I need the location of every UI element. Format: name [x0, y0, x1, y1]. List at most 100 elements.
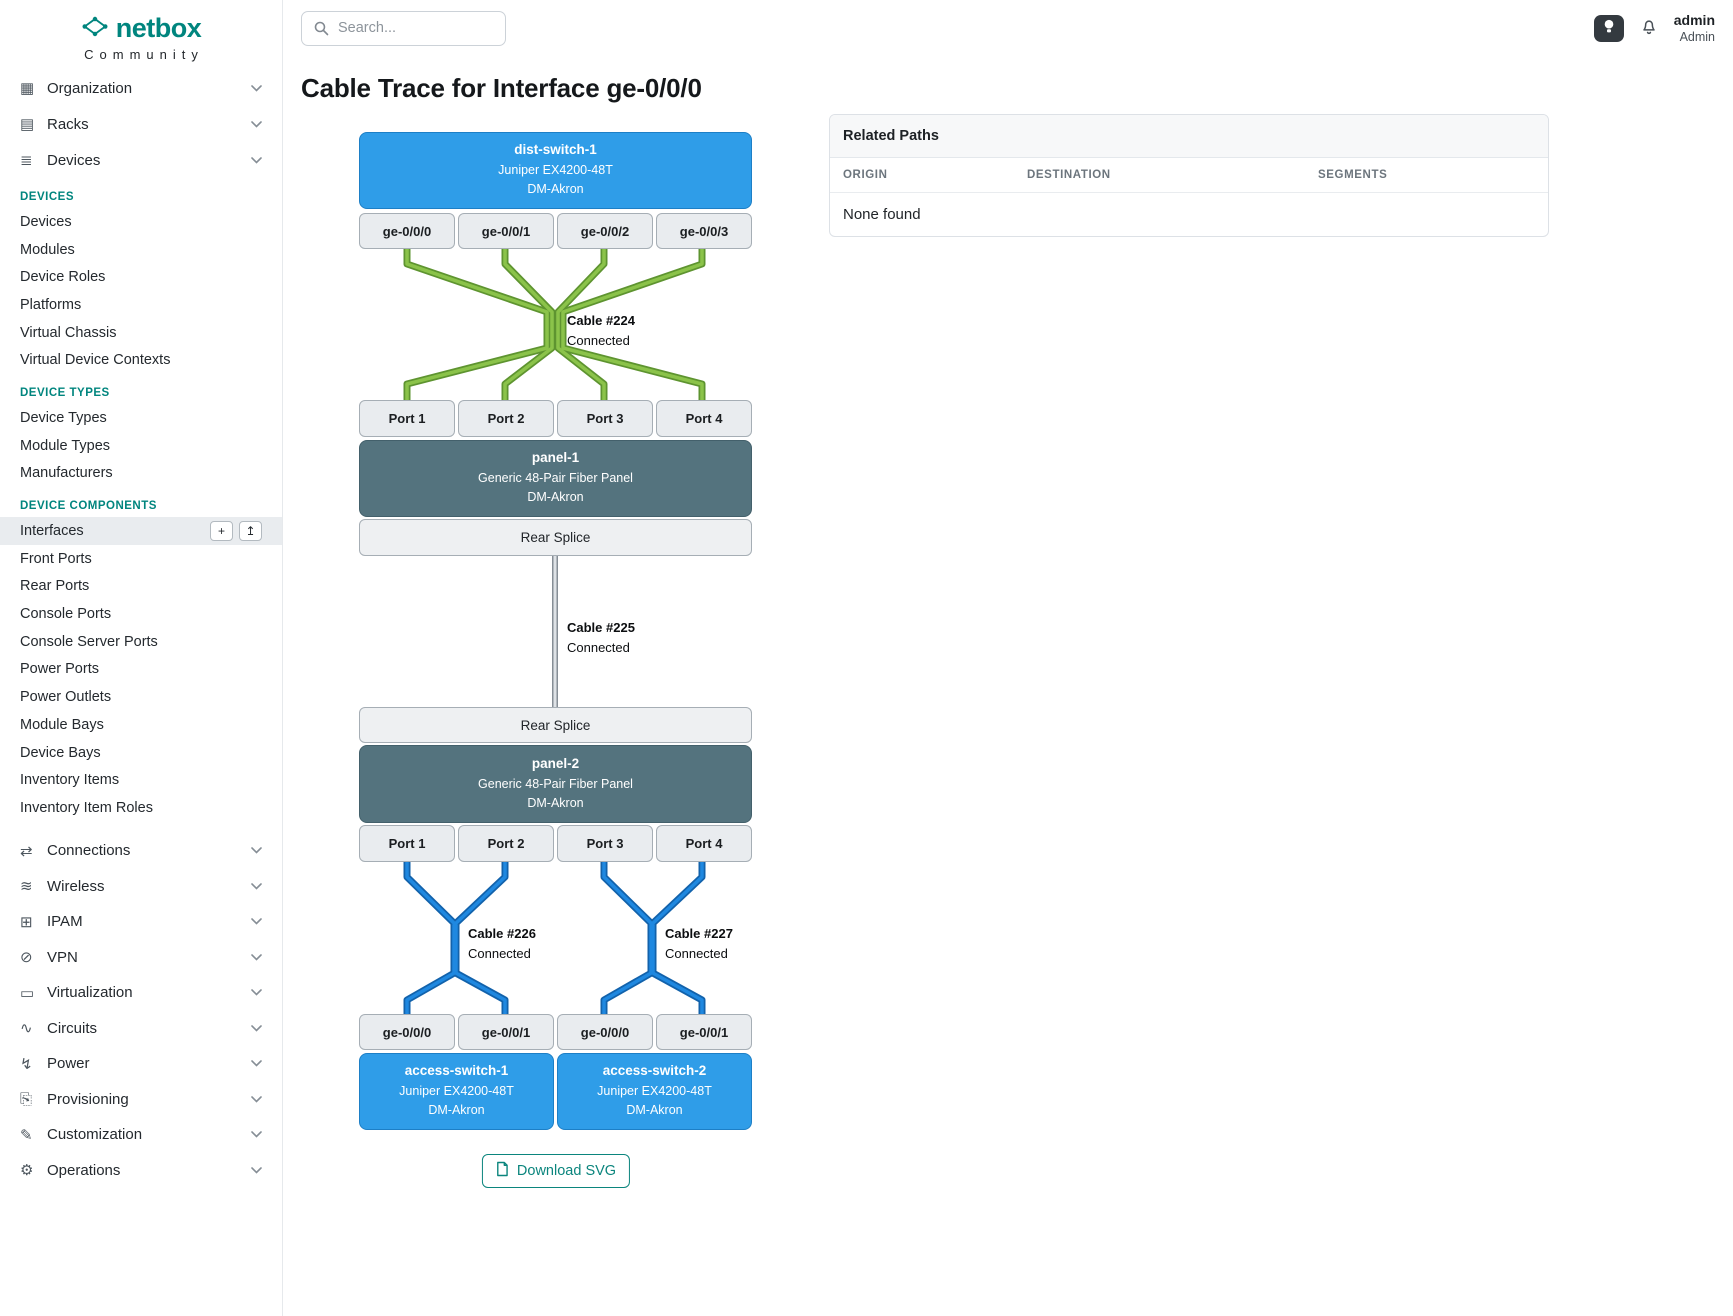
- sidebar-item-device-bays[interactable]: Device Bays: [20, 744, 101, 761]
- interface-box[interactable]: ge-0/0/0: [557, 1014, 653, 1050]
- device-name: panel-1: [531, 450, 580, 466]
- cable-224-fill: [405, 249, 704, 400]
- sidebar-item-organization[interactable]: ▦ Organization: [0, 70, 282, 106]
- cable-link[interactable]: Cable #227: [665, 926, 733, 941]
- sidebar-item-modules[interactable]: Modules: [20, 241, 75, 258]
- cable-link[interactable]: Cable #225: [567, 620, 635, 635]
- rear-splice-box[interactable]: Rear Splice: [359, 519, 752, 556]
- user-menu[interactable]: admin Admin: [1674, 11, 1715, 45]
- device-site: DM-Akron: [527, 490, 584, 504]
- port-box[interactable]: Port 4: [656, 400, 752, 437]
- chevron-down-icon: [251, 1166, 262, 1174]
- sidebar-item-manufacturers[interactable]: Manufacturers: [20, 465, 113, 482]
- column-header-destination: DESTINATION: [1027, 169, 1111, 181]
- sidebar-item-module-types[interactable]: Module Types: [20, 437, 111, 454]
- port-box[interactable]: Port 1: [359, 825, 455, 862]
- interface-box[interactable]: ge-0/0/1: [656, 1014, 752, 1050]
- cable-link[interactable]: Cable #226: [468, 926, 536, 941]
- cable-status: Connected: [567, 639, 630, 655]
- nav-label: Racks: [47, 115, 89, 133]
- theme-toggle-button[interactable]: [1593, 14, 1624, 42]
- interface-box[interactable]: ge-0/0/1: [458, 1014, 554, 1050]
- sidebar-item-power-outlets[interactable]: Power Outlets: [20, 689, 112, 706]
- interface-box[interactable]: ge-0/0/2: [557, 213, 653, 249]
- interface-box[interactable]: ge-0/0/0: [359, 213, 455, 249]
- sidebar-item-customization[interactable]: ✎ Customization: [0, 1117, 282, 1153]
- cable-trace-diagram: dist-switch-1 Juniper EX4200-48T DM-Akro…: [359, 132, 753, 1194]
- port-box[interactable]: Port 2: [458, 825, 554, 862]
- sidebar-item-console-server-ports[interactable]: Console Server Ports: [20, 633, 158, 650]
- chevron-down-icon: [251, 120, 262, 128]
- chevron-down-icon: [251, 1131, 262, 1138]
- sidebar-item-device-types[interactable]: Device Types: [20, 409, 107, 426]
- sidebar-item-rear-ports[interactable]: Rear Ports: [20, 578, 90, 595]
- nav-label: Interfaces: [20, 523, 84, 540]
- port-box[interactable]: Port 1: [359, 400, 455, 437]
- cable-label-226: Cable #226 Connected: [468, 924, 536, 963]
- sidebar-item-module-bays[interactable]: Module Bays: [20, 716, 104, 733]
- device-box-panel-1[interactable]: panel-1 Generic 48-Pair Fiber Panel DM-A…: [359, 440, 752, 517]
- port-box[interactable]: Port 2: [458, 400, 554, 437]
- nav-label: Customization: [47, 1126, 143, 1143]
- cable-link[interactable]: Cable #224: [567, 313, 635, 328]
- sidebar-item-power-ports[interactable]: Power Ports: [20, 661, 99, 678]
- nav-label: Organization: [47, 79, 133, 97]
- search-input[interactable]: [301, 10, 506, 46]
- sidebar-item-power[interactable]: ↯ Power: [0, 1046, 282, 1082]
- lightbulb-icon: [1603, 19, 1615, 37]
- provisioning-icon: ⎘: [20, 1090, 33, 1108]
- gear-icon: ⚙: [20, 1162, 34, 1179]
- cable-trace-column: dist-switch-1 Juniper EX4200-48T DM-Akro…: [359, 104, 753, 1194]
- download-label: Download SVG: [516, 1163, 617, 1179]
- sidebar-item-provisioning[interactable]: ⎘ Provisioning: [0, 1081, 282, 1117]
- sidebar-item-front-ports[interactable]: Front Ports: [20, 550, 92, 567]
- brand[interactable]: netbox Community: [0, 0, 282, 70]
- device-box-panel-2[interactable]: panel-2 Generic 48-Pair Fiber Panel DM-A…: [359, 745, 752, 823]
- building-icon: ▦: [20, 80, 35, 97]
- sidebar-item-virtual-chassis[interactable]: Virtual Chassis: [20, 324, 117, 341]
- topbar: admin Admin: [283, 0, 1733, 56]
- section-title-devices: DEVICES: [20, 191, 74, 203]
- device-box-dist-switch-1[interactable]: dist-switch-1 Juniper EX4200-48T DM-Akro…: [359, 132, 752, 209]
- sidebar-item-wireless[interactable]: ≋ Wireless: [0, 868, 282, 904]
- nav-label: Virtualization: [47, 984, 133, 1001]
- chevron-down-icon: [251, 156, 262, 164]
- section-title-device-types: DEVICE TYPES: [20, 387, 110, 400]
- chevron-down-icon: [251, 847, 262, 854]
- column-header-segments: SEGMENTS: [1318, 169, 1388, 181]
- interface-box[interactable]: ge-0/0/0: [359, 1014, 455, 1050]
- sidebar-item-operations[interactable]: ⚙ Operations: [0, 1152, 282, 1188]
- interface-box[interactable]: ge-0/0/3: [656, 213, 752, 249]
- add-interface-button[interactable]: +: [210, 521, 233, 542]
- sidebar-item-vpn[interactable]: ⊘ VPN: [0, 939, 282, 975]
- sidebar-item-devices[interactable]: ≣ Devices: [0, 142, 282, 178]
- sidebar-item-console-ports[interactable]: Console Ports: [20, 606, 112, 623]
- device-box-access-switch-1[interactable]: access-switch-1 Juniper EX4200-48T DM-Ak…: [359, 1053, 554, 1130]
- sidebar-item-virtual-device-contexts[interactable]: Virtual Device Contexts: [20, 352, 171, 369]
- rear-splice-box[interactable]: Rear Splice: [359, 707, 752, 743]
- port-box[interactable]: Port 3: [557, 825, 653, 862]
- sidebar-item-ipam[interactable]: ⊞ IPAM: [0, 904, 282, 940]
- download-svg-button[interactable]: Download SVG: [481, 1154, 631, 1188]
- sidebar-item-inventory-item-roles[interactable]: Inventory Item Roles: [20, 799, 153, 816]
- chevron-down-icon: [251, 1024, 262, 1032]
- sidebar-item-racks[interactable]: ▤ Racks: [0, 106, 282, 142]
- notifications-button[interactable]: [1639, 17, 1659, 40]
- sidebar-item-connections[interactable]: ⇄ Connections: [0, 833, 282, 869]
- import-interfaces-button[interactable]: ↥: [239, 521, 262, 542]
- sidebar-item-virtualization[interactable]: ▭ Virtualization: [0, 975, 282, 1011]
- sidebar-item-device-roles[interactable]: Device Roles: [20, 269, 106, 286]
- sidebar-item-devices-list[interactable]: Devices: [20, 213, 72, 230]
- chevron-down-icon: [251, 918, 262, 925]
- sidebar-item-inventory-items[interactable]: Inventory Items: [20, 772, 120, 789]
- sidebar-item-circuits[interactable]: ∿ Circuits: [0, 1010, 282, 1046]
- sidebar-item-interfaces[interactable]: Interfaces + ↥: [0, 517, 282, 545]
- interface-box[interactable]: ge-0/0/1: [458, 213, 554, 249]
- device-box-access-switch-2[interactable]: access-switch-2 Juniper EX4200-48T DM-Ak…: [557, 1053, 752, 1130]
- sidebar-item-platforms[interactable]: Platforms: [20, 296, 82, 313]
- cable-label-224: Cable #224 Connected: [567, 311, 635, 350]
- port-box[interactable]: Port 3: [557, 400, 653, 437]
- device-name: access-switch-2: [602, 1063, 707, 1079]
- port-box[interactable]: Port 4: [656, 825, 752, 862]
